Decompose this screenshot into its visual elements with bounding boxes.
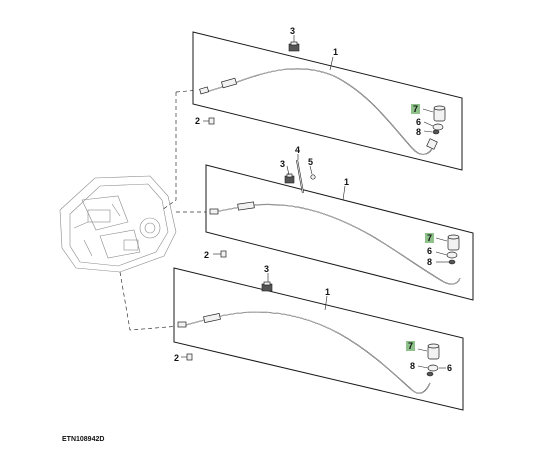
panel-upper [192,31,463,171]
label-lower-cable: 1 [325,287,330,297]
bracket-lower [261,281,273,292]
label-middle-knob: 7 [427,233,432,243]
label-middle-bracket: 3 [280,159,285,169]
clip-upper [203,117,215,125]
nut-middle [446,251,458,259]
screw-middle [310,174,316,180]
highlight-middle-knob [425,233,434,243]
knob-middle [447,234,460,251]
highlight-upper-knob [411,104,420,114]
nut-lower [427,364,439,372]
knob-upper [433,105,446,122]
panel-lower [173,267,464,411]
label-lower-washer: 8 [410,361,415,371]
assembly-upper: 1 3 2 7 6 8 [192,26,463,171]
label-upper-knob: 7 [413,104,418,114]
label-upper-clip: 2 [195,116,200,126]
knob-lower [427,343,440,360]
bracket-upper [288,41,300,52]
label-lower-nut: 6 [447,363,452,373]
label-upper-washer: 8 [416,127,421,137]
nut-upper [432,123,444,131]
label-middle-nut: 6 [427,246,432,256]
label-middle-washer: 8 [427,257,432,267]
label-lower-clip: 2 [174,353,179,363]
label-middle-cable: 1 [344,177,349,187]
rod-middle [296,159,304,194]
assembly-middle: 1 3 4 5 2 7 6 8 [204,145,474,301]
washer-upper [432,129,440,135]
label-lower-bracket: 3 [264,264,269,274]
label-middle-screw: 5 [308,157,313,167]
washer-middle [448,259,456,265]
figure-id: ETN108942D [62,436,105,443]
label-upper-nut: 6 [416,117,421,127]
clip-middle [213,250,227,258]
label-upper-bracket: 3 [290,26,295,36]
highlight-lower-knob [406,341,415,351]
label-lower-knob: 7 [408,341,413,351]
label-upper-cable: 1 [333,47,338,57]
bracket-middle [284,173,295,184]
label-middle-rod: 4 [295,145,300,155]
label-middle-clip: 2 [204,250,209,260]
assembly-lower: 1 3 2 7 6 8 [173,264,464,411]
washer-lower [426,371,434,377]
clip-lower [181,353,193,361]
panel-middle [205,164,474,301]
housing-sketch [59,175,177,273]
